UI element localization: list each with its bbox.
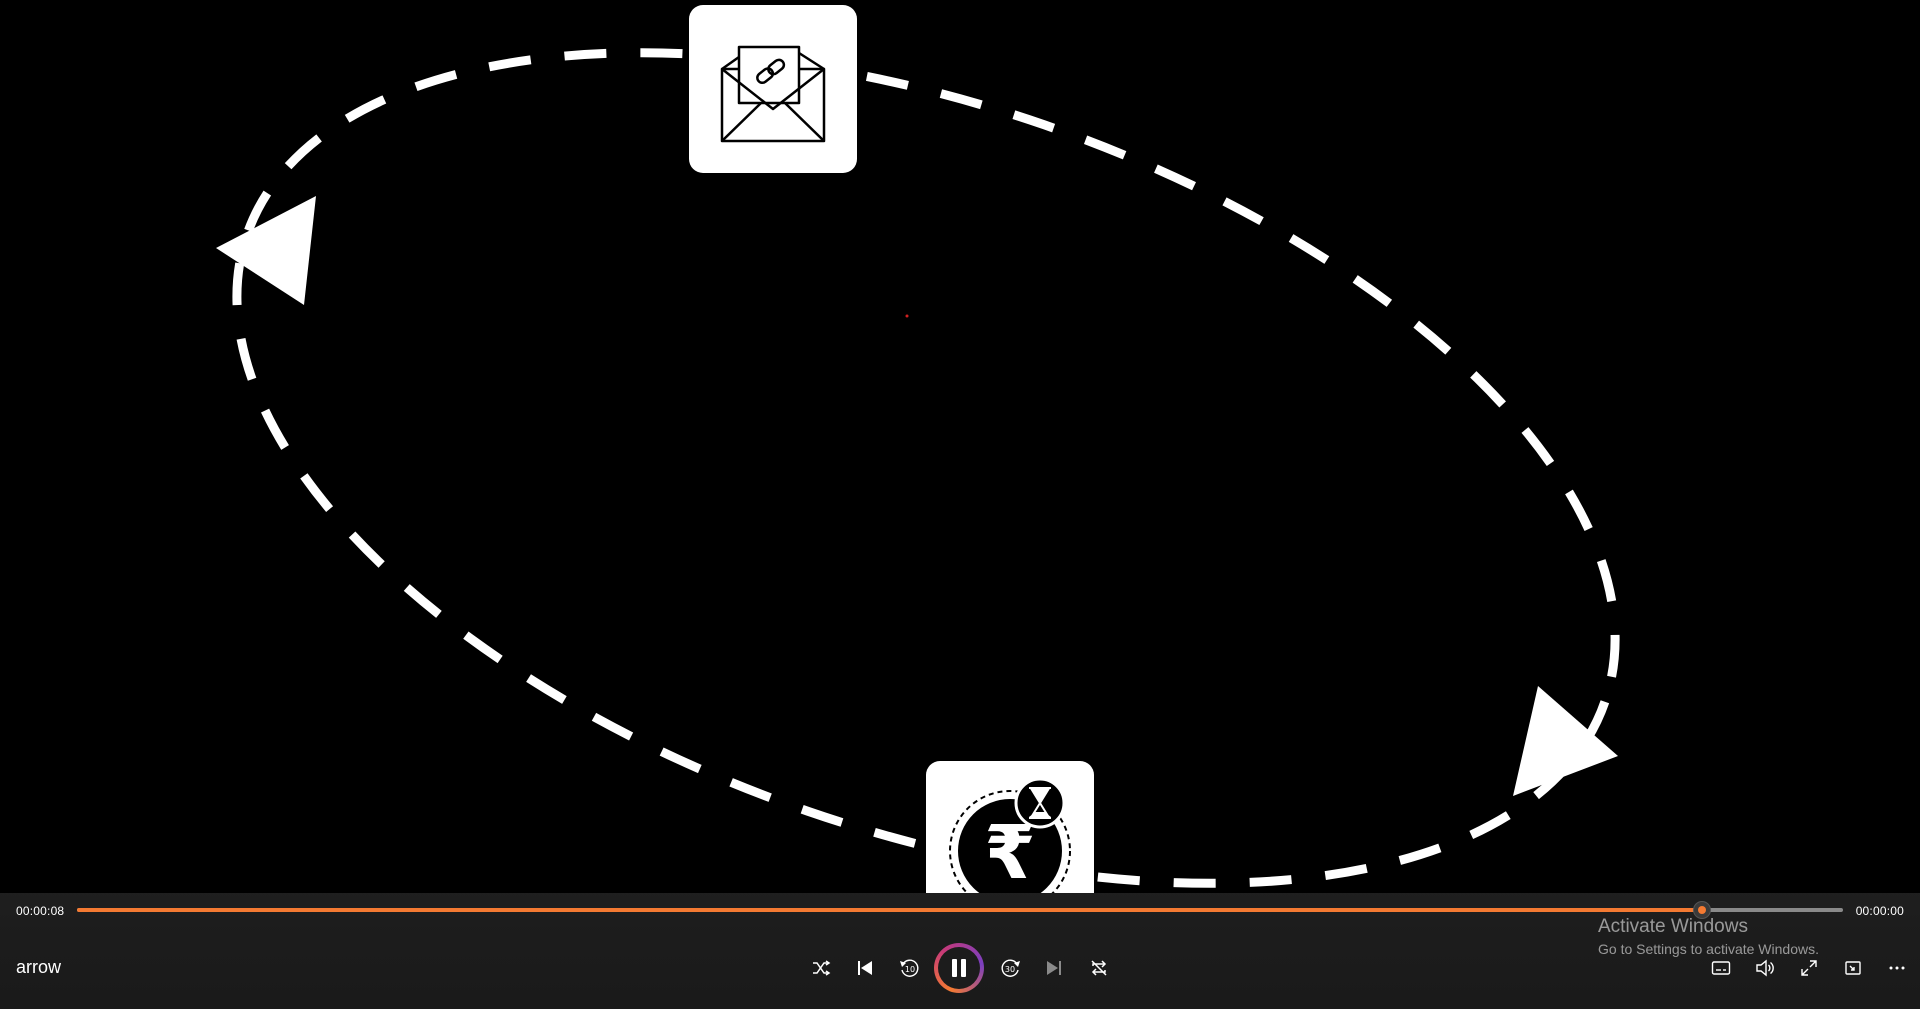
dashed-loop-path	[232, 48, 1620, 888]
watermark-title: Activate Windows	[1598, 916, 1748, 937]
watermark-subtitle: Go to Settings to activate Windows.	[1598, 941, 1819, 957]
shuffle-button[interactable]	[803, 950, 839, 986]
previous-button[interactable]	[847, 950, 883, 986]
volume-button[interactable]	[1747, 950, 1783, 986]
next-button[interactable]	[1036, 950, 1072, 986]
pause-button-inner	[938, 947, 980, 989]
more-icon	[1889, 966, 1905, 970]
captions-button[interactable]	[1703, 950, 1739, 986]
mini-player-button[interactable]	[1835, 950, 1871, 986]
skip-forward-30-icon: 30	[1001, 959, 1020, 977]
more-options-button[interactable]	[1879, 950, 1915, 986]
skip-back-button[interactable]: 10	[891, 950, 927, 986]
arrow-head-right	[1513, 686, 1618, 796]
envelope-link-icon	[720, 45, 826, 143]
shuffle-icon	[813, 960, 831, 976]
svg-text:10: 10	[905, 965, 915, 974]
repeat-off-icon	[1091, 960, 1107, 976]
seek-bar[interactable]	[77, 902, 1843, 918]
activate-windows-watermark: Activate Windows Go to Settings to activ…	[1598, 916, 1819, 957]
seek-bar-thumb[interactable]	[1693, 902, 1710, 918]
hourglass-icon	[1029, 787, 1051, 819]
arrow-head-left	[216, 196, 316, 305]
elapsed-time: 00:00:08	[16, 904, 65, 918]
remaining-time: 00:00:00	[1855, 904, 1904, 918]
video-frame-graphic: ₹	[216, 5, 1620, 893]
captions-icon	[1711, 961, 1731, 975]
red-dot	[905, 314, 909, 318]
media-title: arrow	[16, 957, 62, 977]
pause-button[interactable]	[934, 943, 984, 993]
skip-forward-button[interactable]: 30	[993, 950, 1029, 986]
previous-icon	[858, 961, 872, 975]
pause-icon	[952, 959, 966, 977]
rupee-card: ₹	[926, 761, 1094, 893]
seek-bar-progress	[77, 908, 1702, 912]
skip-back-10-icon: 10	[900, 959, 919, 977]
fullscreen-icon	[1801, 960, 1817, 976]
next-icon	[1047, 961, 1061, 975]
volume-icon	[1756, 959, 1774, 977]
svg-text:30: 30	[1005, 965, 1015, 974]
repeat-button[interactable]	[1081, 950, 1117, 986]
envelope-card	[689, 5, 857, 173]
video-surface[interactable]: ₹	[0, 0, 1920, 893]
mini-player-icon	[1845, 961, 1861, 975]
fullscreen-button[interactable]	[1791, 950, 1827, 986]
